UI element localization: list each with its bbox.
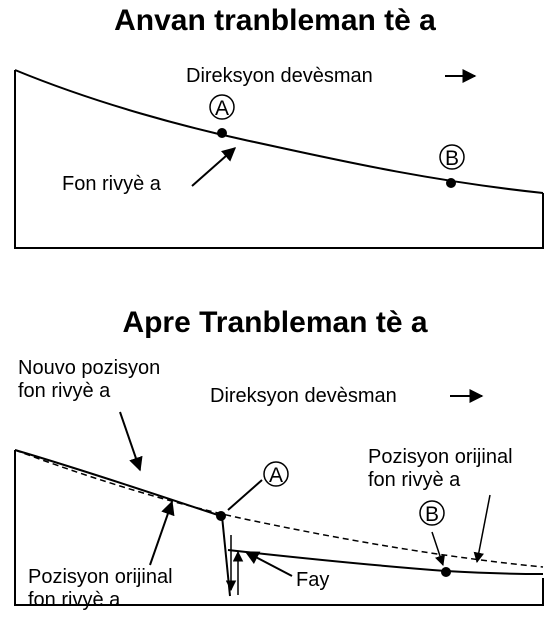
after-point-b-circle <box>419 500 445 526</box>
after-panel-frame <box>14 450 544 606</box>
after-point-b-dot <box>441 567 451 577</box>
before-point-a-circle <box>209 94 235 120</box>
original-position-left-label-line1: Pozisyon orijinal <box>28 566 173 588</box>
original-position-left-label-line2: fon rivyè a <box>28 589 121 611</box>
before-point-b-dot <box>446 178 456 188</box>
before-point-b-circle <box>439 144 465 170</box>
after-slip-direction-label: Direksyon devèsman <box>210 385 397 407</box>
new-position-arrow <box>119 411 143 472</box>
before-point-b-label: B <box>445 147 459 170</box>
before-panel: Direksyon devèsman A B Fon rivyè a <box>14 65 544 249</box>
before-riverbed-line <box>14 69 544 194</box>
new-position-label-line2: fon rivyè a <box>18 380 111 402</box>
after-point-a-circle <box>263 461 289 487</box>
after-point-a-pointer <box>227 479 263 511</box>
new-riverbed-lower-segment <box>227 549 544 575</box>
new-position-label-line1: Nouvo pozisyon <box>18 357 160 379</box>
original-position-right-label-line1: Pozisyon orijinal <box>368 446 513 468</box>
before-slip-direction-label: Direksyon devèsman <box>186 65 373 87</box>
fault-label: Fay <box>296 569 329 591</box>
after-point-b-label: B <box>425 503 439 526</box>
before-earthquake-title: Anvan tranbleman tè a <box>114 4 436 37</box>
fault-label-arrow <box>244 551 293 577</box>
original-position-left-arrow <box>149 500 175 566</box>
after-point-a-dot <box>216 511 226 521</box>
after-point-b-pointer <box>431 531 445 566</box>
before-panel-frame <box>14 70 544 249</box>
before-point-a-label: A <box>215 97 229 120</box>
before-riverbed-label: Fon rivyè a <box>62 173 162 195</box>
after-earthquake-title: Apre Tranbleman tè a <box>122 306 428 339</box>
before-point-a-dot <box>217 128 227 138</box>
after-point-a-label: A <box>269 464 283 487</box>
fault-line <box>221 515 231 597</box>
original-position-right-label-line2: fon rivyè a <box>368 469 461 491</box>
before-riverbed-arrow <box>191 147 237 187</box>
after-panel: A B Nouvo pozisyon fon rivyè a Direksyon… <box>14 357 544 611</box>
original-position-right-arrow <box>473 494 491 564</box>
